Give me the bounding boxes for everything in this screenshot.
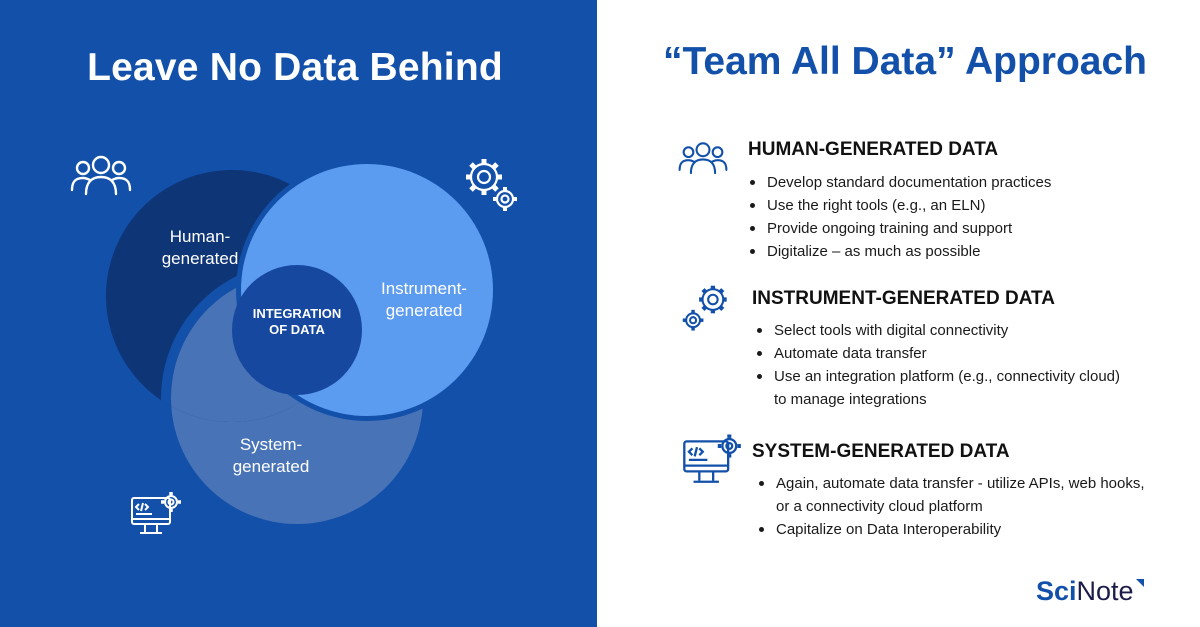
list-item: Again, automate data transfer - utilize … [756,472,1146,518]
human-generated-label: Human- generated [161,227,239,268]
section-list: Again, automate data transfer - utilize … [756,472,1146,541]
integration-label: INTEGRATION OF DATA [252,306,342,337]
left-panel: Leave No Data Behind Human- generated In… [0,0,597,627]
list-item: Select tools with digital connectivity [754,319,1134,342]
list-item: Automate data transfer [754,342,1134,365]
gears-icon [466,159,517,211]
list-item: Digitalize – as much as possible [747,240,1147,263]
people-icon [70,155,132,196]
logo-mark-icon [1135,579,1144,587]
left-title: Leave No Data Behind [87,46,503,89]
people-icon [678,142,728,175]
section-heading: SYSTEM-GENERATED DATA [752,441,1010,462]
list-item: Use an integration platform (e.g., conne… [754,365,1134,411]
venn-diagram [106,159,498,524]
instrument-generated-label: Instrument- generated [381,279,467,320]
list-item: Provide ongoing training and support [747,217,1147,240]
list-item: Develop standard documentation practices [747,171,1147,194]
section-list: Select tools with digital connectivity A… [754,319,1134,411]
computer-code-icon [683,434,741,483]
section-list: Develop standard documentation practices… [747,171,1147,263]
integration-center [232,265,362,395]
computer-code-icon [131,492,181,534]
section-heading: HUMAN-GENERATED DATA [748,139,999,160]
scinote-logo: SciNote [1036,576,1144,607]
section-heading: INSTRUMENT-GENERATED DATA [752,288,1055,309]
list-item: Capitalize on Data Interoperability [756,518,1146,541]
gears-icon [682,285,727,331]
system-generated-label: System- generated [232,435,310,476]
list-item: Use the right tools (e.g., an ELN) [747,194,1147,217]
right-title: “Team All Data” Approach [663,40,1147,83]
